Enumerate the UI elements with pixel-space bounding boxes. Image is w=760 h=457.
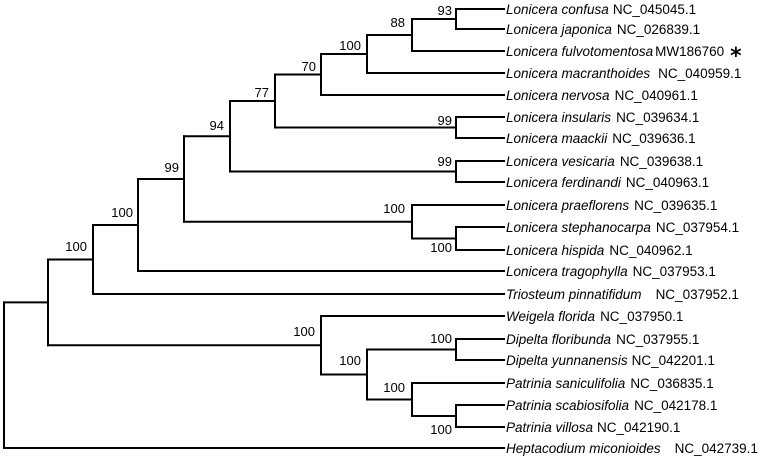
taxon-name: Lonicera japonica [506, 22, 612, 37]
taxon-name: Lonicera vesicaria [506, 154, 615, 169]
taxon-label: Dipelta floribunda NC_037955.1 [506, 332, 699, 347]
accession-number: NC_042739.1 [675, 441, 758, 456]
taxon-label: Lonicera ferdinandi NC_040963.1 [506, 175, 709, 190]
taxon-name: Weigela florida [506, 309, 596, 324]
taxon-label: Dipelta yunnanensis NC_042201.1 [506, 353, 715, 368]
accession-number: NC_037953.1 [633, 264, 716, 279]
support-value: 100 [430, 240, 452, 255]
accession-number: NC_039635.1 [634, 198, 717, 213]
taxon-label: Lonicera confusa NC_045045.1 [506, 2, 696, 17]
support-value: 88 [391, 15, 405, 30]
taxon-label: Patrinia scabiosifolia NC_042178.1 [506, 398, 717, 413]
accession-number: NC_037950.1 [600, 309, 683, 324]
taxon-name: Triosteum pinnatifidum [506, 287, 642, 302]
accession-number: NC_037954.1 [656, 220, 739, 235]
taxon-label: Lonicera vesicaria NC_039638.1 [506, 154, 703, 169]
support-value: 100 [430, 331, 452, 346]
taxon-label: Lonicera japonica NC_026839.1 [506, 22, 700, 37]
accession-number: MW186760 [655, 44, 724, 59]
accession-number: NC_042190.1 [597, 420, 680, 435]
taxon-name: Lonicera ferdinandi [506, 175, 622, 190]
accession-number: NC_039638.1 [620, 154, 703, 169]
accession-number: NC_040961.1 [615, 88, 698, 103]
taxon-name: Patrinia villosa [506, 420, 594, 435]
accession-number: NC_039636.1 [612, 131, 695, 146]
taxon-label: Lonicera stephanocarpa NC_037954.1 [506, 220, 739, 235]
accession-number: NC_040963.1 [626, 175, 709, 190]
support-value: 77 [255, 85, 269, 100]
accession-number: NC_040962.1 [609, 243, 692, 258]
accession-number: NC_042178.1 [634, 398, 717, 413]
support-value: 100 [339, 353, 361, 368]
taxon-label: Lonicera nervosa NC_040961.1 [506, 88, 698, 103]
accession-number: NC_045045.1 [613, 2, 696, 17]
taxon-name: Dipelta floribunda [506, 332, 612, 347]
accession-number: NC_036835.1 [630, 376, 713, 391]
taxon-label: Weigela florida NC_037950.1 [506, 309, 683, 324]
support-value: 100 [111, 205, 133, 220]
taxon-label: Triosteum pinnatifidum NC_037952.1 [506, 287, 739, 302]
support-value: 100 [293, 324, 315, 339]
taxon-name: Patrinia scabiosifolia [506, 398, 630, 413]
accession-number: NC_040959.1 [658, 66, 741, 81]
support-value: 100 [430, 422, 452, 437]
taxon-name: Lonicera macranthoides [506, 66, 650, 81]
support-value: 100 [383, 380, 405, 395]
support-value: 99 [165, 160, 179, 175]
support-value: 100 [383, 201, 405, 216]
taxon-name: Lonicera fulvotomentosa [506, 44, 654, 59]
accession-number: NC_037952.1 [656, 287, 739, 302]
taxon-name: Heptacodium miconioides [506, 441, 661, 456]
taxon-label: Lonicera tragophylla NC_037953.1 [506, 264, 716, 279]
support-value: 99 [438, 154, 452, 169]
highlight-asterisk-marker: * [730, 44, 742, 69]
taxon-name: Patrinia saniculifolia [506, 376, 626, 391]
support-value: 100 [65, 239, 87, 254]
accession-number: NC_026839.1 [617, 22, 700, 37]
taxon-name: Lonicera maackii [506, 131, 608, 146]
taxon-label: Patrinia saniculifolia NC_036835.1 [506, 376, 714, 391]
taxon-label: Lonicera maackii NC_039636.1 [506, 131, 696, 146]
taxon-name: Lonicera tragophylla [506, 264, 628, 279]
support-value: 70 [302, 59, 316, 74]
accession-number: NC_039634.1 [616, 110, 699, 125]
accession-number: NC_042201.1 [632, 353, 715, 368]
taxon-name: Lonicera stephanocarpa [506, 220, 651, 235]
taxon-name: Lonicera hispida [506, 243, 605, 258]
taxon-name: Lonicera insularis [506, 110, 611, 125]
taxon-label: Lonicera praeflorens NC_039635.1 [506, 198, 717, 213]
taxon-name: Lonicera praeflorens [506, 198, 629, 213]
support-value: 99 [438, 113, 452, 128]
taxon-label: Lonicera macranthoides NC_040959.1 [506, 66, 741, 81]
support-value: 94 [210, 118, 224, 133]
tree-branches [3, 8, 505, 449]
support-value: 93 [438, 3, 452, 18]
taxon-name: Lonicera nervosa [506, 88, 610, 103]
taxon-label: Lonicera hispida NC_040962.1 [506, 243, 693, 258]
accession-number: NC_037955.1 [616, 332, 699, 347]
bootstrap-support-labels: 93 88 100 70 77 99 94 99 99 100 100 100 100 100 100 100… [65, 3, 452, 437]
taxon-label: Heptacodium miconioides NC_042739.1 [506, 441, 758, 456]
taxon-label: Lonicera insularis NC_039634.1 [506, 110, 699, 125]
taxon-name: Lonicera confusa [506, 2, 609, 17]
support-value: 100 [339, 38, 361, 53]
taxon-name: Dipelta yunnanensis [506, 353, 628, 368]
